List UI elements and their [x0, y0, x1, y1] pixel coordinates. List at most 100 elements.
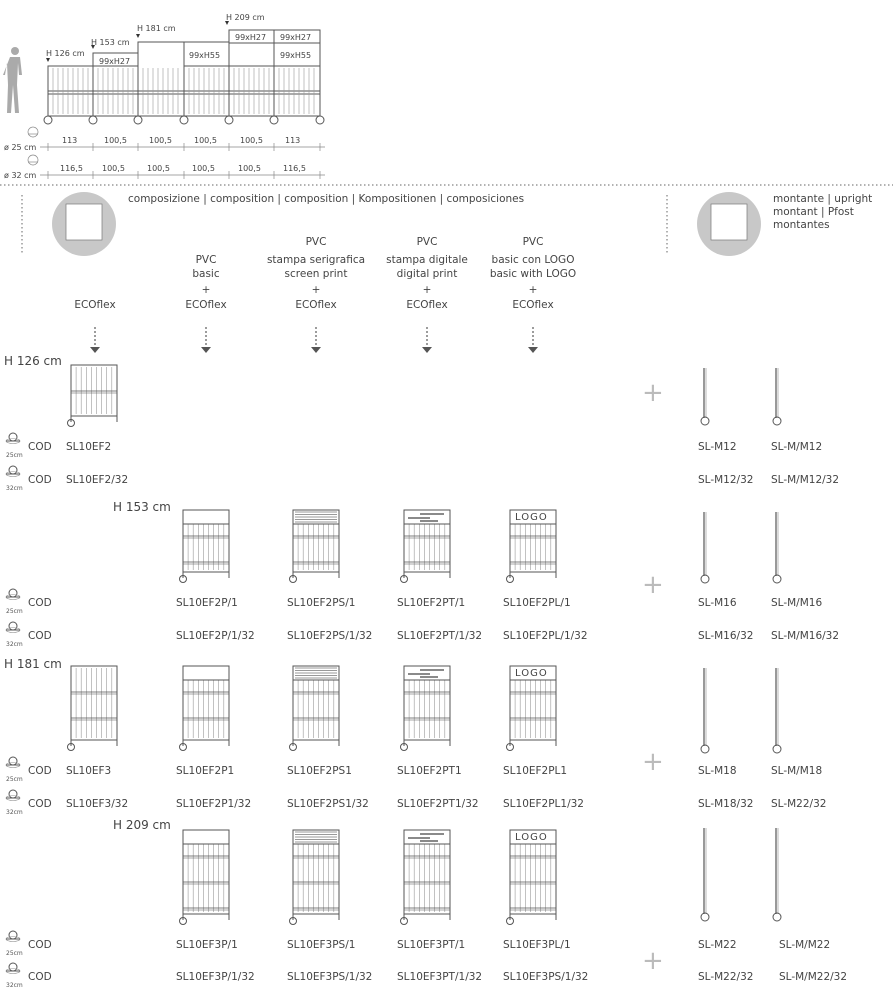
- dim-value-25: 100,5: [240, 136, 263, 145]
- column-header-line: PVC: [522, 236, 544, 248]
- column-header-line: ECOflex: [406, 299, 448, 311]
- fence-panel: [70, 364, 118, 417]
- column-header-line: +: [422, 284, 432, 296]
- composition-title: composizione | composition | composition…: [128, 193, 525, 205]
- dimension-lines: [27, 126, 325, 179]
- human-silhouette-icon: [3, 47, 22, 113]
- column-header-line: +: [311, 284, 321, 296]
- upright-code: SL-M22: [698, 939, 737, 951]
- product-code: SL10EF3/32: [66, 798, 129, 810]
- logo-text: LOGO: [515, 668, 548, 679]
- overview-height-209: H 209 cm: [226, 13, 265, 22]
- product-code: SL10EF2P1/32: [176, 798, 252, 810]
- upright-code: SL-M/M18: [771, 765, 823, 777]
- section-height-label: H 209 cm: [113, 818, 171, 832]
- panel-label: 99xH27: [280, 33, 312, 42]
- product-code: SL10EF2PT/1: [397, 597, 466, 609]
- cod-label: COD: [28, 939, 52, 951]
- dim-value-32: 100,5: [147, 164, 170, 173]
- base-icon: [8, 465, 18, 475]
- product-code: SL10EF3P/1/32: [176, 971, 255, 983]
- upright-drawings: [700, 368, 782, 922]
- plus-icon: +: [642, 946, 664, 976]
- arrow-down-icon: [422, 347, 432, 353]
- dim-value-32: 116,5: [60, 164, 83, 173]
- column-header-line: ECOflex: [185, 299, 227, 311]
- upright-title-line1: montante | upright: [773, 193, 873, 205]
- section-height-label: H 153 cm: [113, 500, 171, 514]
- base-icon: [8, 962, 18, 972]
- upright-code: SL-M12: [698, 441, 737, 453]
- product-code: SL10EF2: [66, 441, 112, 453]
- arrow-down-icon: [311, 347, 321, 353]
- product-code: SL10EF2/32: [66, 474, 129, 486]
- column-header-line: +: [201, 284, 211, 296]
- cod-label: COD: [28, 798, 52, 810]
- arrow-down-icon: [90, 347, 100, 353]
- upright-code: SL-M12/32: [698, 474, 754, 486]
- cod-label: COD: [28, 441, 52, 453]
- dim-value-32: 100,5: [238, 164, 261, 173]
- upright-thumbnail-icon: [697, 192, 761, 256]
- dim-value-25: 100,5: [149, 136, 172, 145]
- product-code: SL10EF2PS1: [287, 765, 352, 777]
- product-code: SL10EF3PT/1/32: [397, 971, 483, 983]
- upright-code: SL-M/M16: [771, 597, 823, 609]
- product-code: SL10EF2P/1: [176, 597, 238, 609]
- upright-code: SL-M/M12/32: [771, 474, 840, 486]
- product-code: SL10EF3PT/1: [397, 939, 466, 951]
- arrow-down-icon: [201, 347, 211, 353]
- section-height-label: H 181 cm: [4, 657, 62, 671]
- upright-title-line2: montant | Pfost: [773, 206, 854, 218]
- logo-text: LOGO: [515, 832, 548, 843]
- base-32-label: 32cm: [6, 809, 23, 816]
- product-code: SL10EF2PL/1: [503, 597, 571, 609]
- overview-height-181: H 181 cm: [137, 24, 176, 33]
- base-icon: [8, 930, 18, 940]
- product-code: SL10EF2PT1/32: [397, 798, 479, 810]
- column-header-line: PVC: [195, 254, 217, 266]
- column-header-line: basic: [192, 268, 220, 280]
- base-icon: [8, 588, 18, 598]
- plus-icon: +: [642, 570, 664, 600]
- base-25-label: 25cm: [6, 452, 23, 459]
- column-header-line: stampa digitale: [386, 254, 468, 266]
- arrow-down-icon: [528, 347, 538, 353]
- product-code: SL10EF2PL/1/32: [503, 630, 588, 642]
- column-header-line: PVC: [416, 236, 438, 248]
- dim-value-25: 113: [62, 136, 78, 145]
- logo-text: LOGO: [515, 512, 548, 523]
- product-code: SL10EF2PL1: [503, 765, 568, 777]
- product-code: SL10EF2P/1/32: [176, 630, 255, 642]
- upright-code: SL-M/M12: [771, 441, 823, 453]
- cod-label: COD: [28, 765, 52, 777]
- column-header-line: ECOflex: [295, 299, 337, 311]
- upright-code: SL-M16: [698, 597, 737, 609]
- overview-fence: [43, 21, 325, 125]
- panel-label: 99xH55: [189, 51, 221, 60]
- cod-label: COD: [28, 630, 52, 642]
- column-header-line: basic con LOGO: [491, 254, 575, 266]
- dim-value-32: 100,5: [192, 164, 215, 173]
- product-code: SL10EF2PT/1/32: [397, 630, 483, 642]
- dim-row-25-label: ø 25 cm: [4, 143, 37, 152]
- column-header-line: +: [528, 284, 538, 296]
- base-32-label: 32cm: [6, 485, 23, 492]
- plus-icon: +: [642, 747, 664, 777]
- section-height-label: H 126 cm: [4, 354, 62, 368]
- dim-value-32: 100,5: [102, 164, 125, 173]
- overview-height-153: H 153 cm: [91, 38, 130, 47]
- panel-label: 99xH27: [99, 57, 131, 66]
- cod-label: COD: [28, 971, 52, 983]
- product-code: SL10EF3P/1: [176, 939, 238, 951]
- upright-code: SL-M18/32: [698, 798, 754, 810]
- product-code: SL10EF2P1: [176, 765, 235, 777]
- dim-value-25: 113: [285, 136, 301, 145]
- product-code: SL10EF2PL1/32: [503, 798, 584, 810]
- product-code: SL10EF2PS1/32: [287, 798, 369, 810]
- upright-code: SL-M22/32: [698, 971, 754, 983]
- column-header-line: stampa serigrafica: [266, 254, 366, 266]
- composition-thumbnail-icon: [52, 192, 116, 256]
- base-25-label: 25cm: [6, 608, 23, 615]
- upright-code: SL-M/M22/32: [779, 971, 848, 983]
